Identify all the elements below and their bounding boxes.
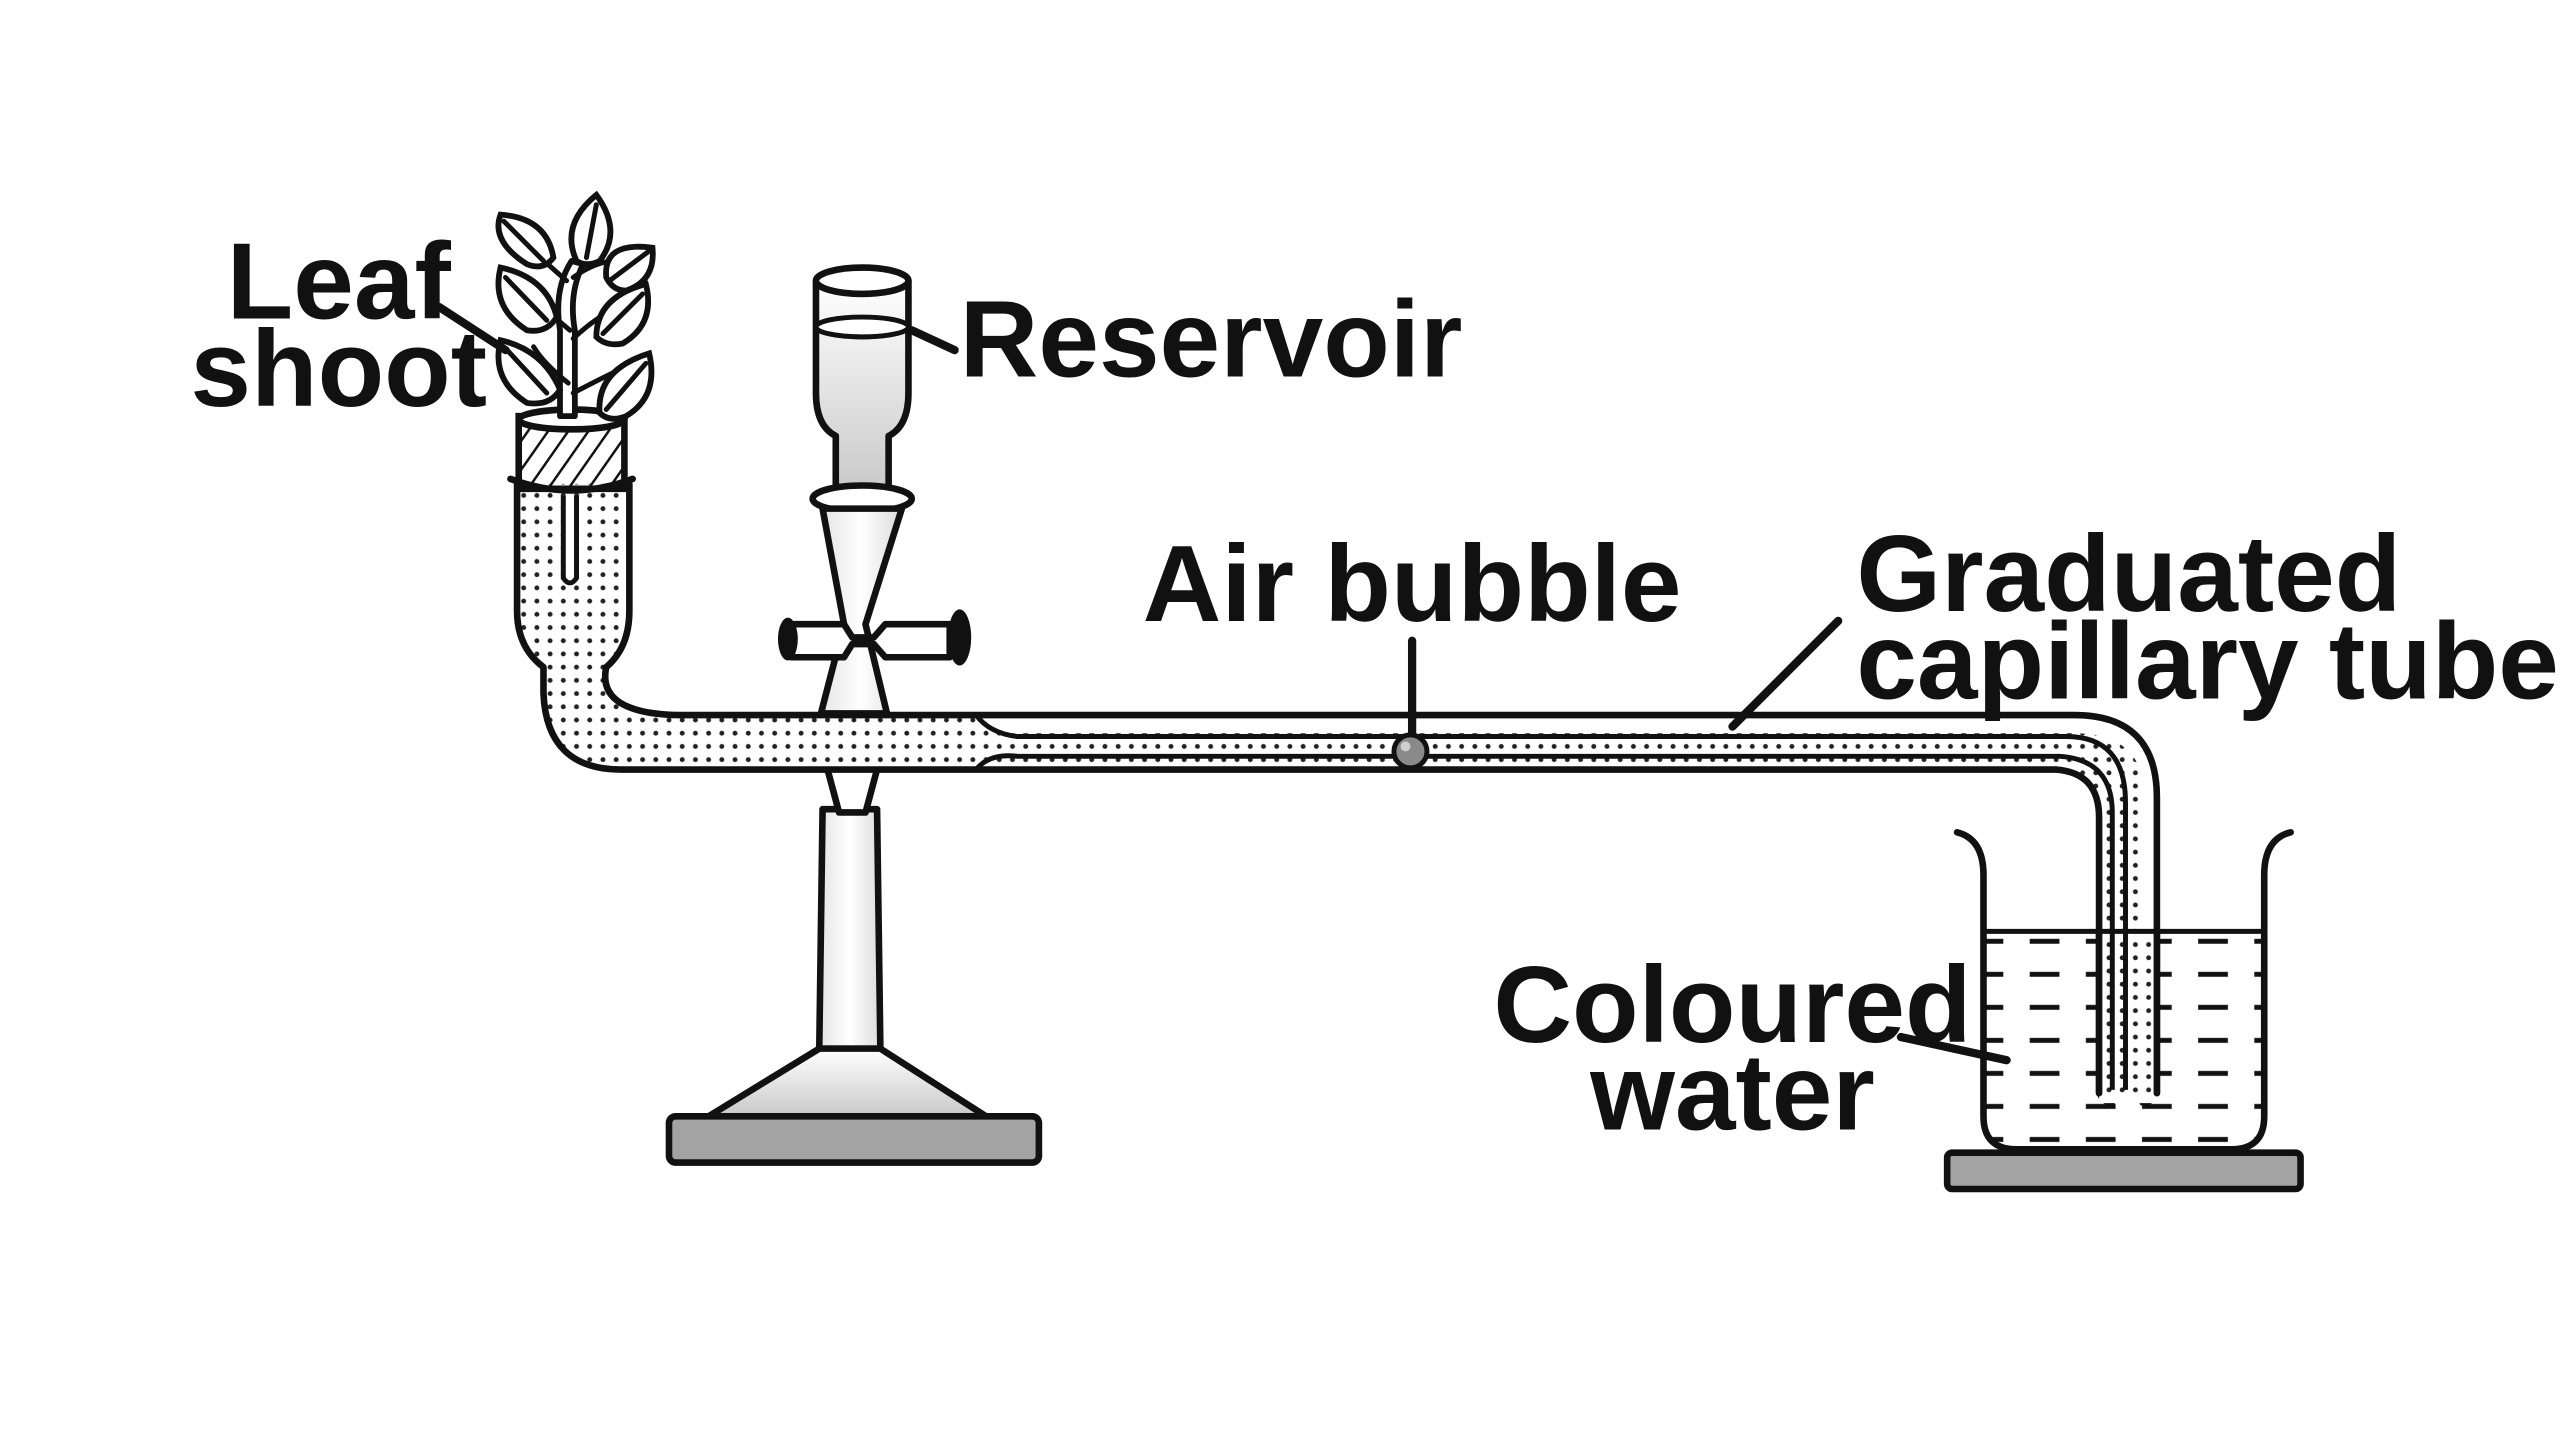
- leader-capillary-tube: [1728, 616, 1843, 731]
- leaf: [593, 280, 652, 348]
- label-leaf-shoot-line1: Leaf: [227, 221, 452, 343]
- label-graduated-line1: Graduated: [1856, 513, 2401, 635]
- leaf: [495, 211, 557, 270]
- label-reservoir: Reservoir: [960, 279, 1463, 401]
- label-coloured-water-line1: Coloured: [1493, 944, 1971, 1066]
- reservoir: [777, 264, 972, 717]
- leader-leaf-shoot: [435, 303, 510, 355]
- air-bubble: [1391, 732, 1430, 771]
- label-leaf-shoot-line2: shoot: [190, 308, 487, 430]
- leaf: [495, 264, 560, 334]
- leader-coloured-water: [1896, 1032, 2011, 1065]
- stand-base: [665, 1113, 1043, 1166]
- leaf: [603, 243, 656, 294]
- beaker-base: [1943, 1149, 2304, 1193]
- leaf: [495, 336, 564, 407]
- tap-handle-right: [948, 609, 972, 666]
- beaker: [1943, 828, 2304, 1193]
- support-stand: [665, 768, 1043, 1166]
- label-graduated-line2: capillary tube: [1856, 601, 2559, 723]
- leaf-shoot: [495, 190, 656, 586]
- leader-reservoir: [907, 326, 959, 355]
- leaf: [596, 349, 655, 422]
- leaf: [568, 190, 614, 268]
- tap-handle-left: [777, 617, 798, 661]
- label-air-bubble: Air bubble: [1143, 523, 1682, 645]
- label-coloured-water-line2: water: [1589, 1032, 1875, 1154]
